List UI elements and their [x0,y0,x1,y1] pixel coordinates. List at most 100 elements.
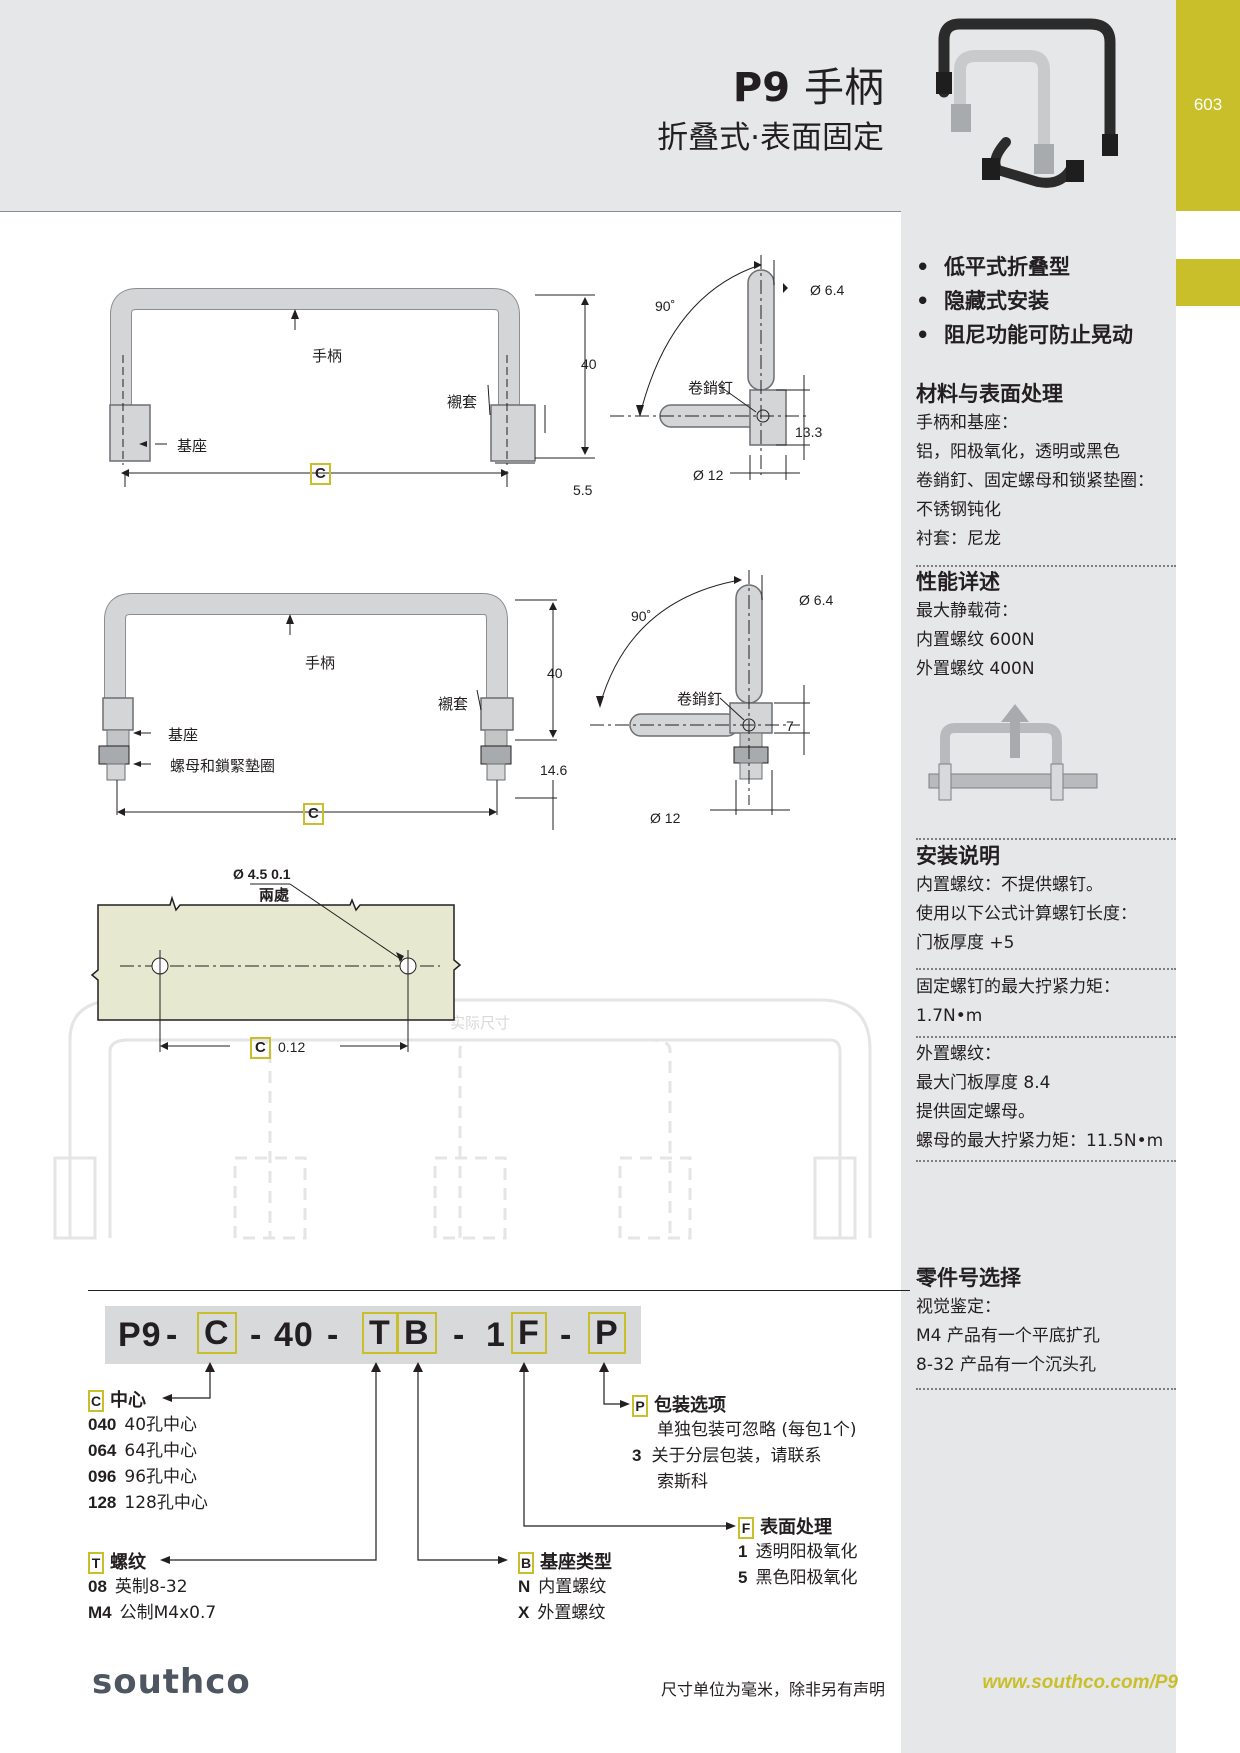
pn-t: T [362,1312,398,1354]
performance-title: 性能详述 [916,570,1000,594]
hole-dim: Ø 4.5 0.1 [233,866,291,882]
label-base: 基座 [177,437,208,455]
divider [916,968,1176,970]
installation-line: 外置螺纹： [916,1044,1001,1064]
drawing-panel-cutout [90,883,462,1052]
option-text: 透明阳极氧化 [755,1542,858,1562]
materials-section: 材料与表面处理 手柄和基座： 铝，阳极氧化，透明或黑色 卷銷釘、固定螺母和锁紧垫… [916,380,1176,554]
pn-t-box: T [362,1312,398,1354]
pn-b-box: B [397,1312,437,1354]
dim-6-4: Ø 6.4 [799,592,834,608]
option-code: 128 [88,1493,117,1512]
option-text: 关于分层包装，请联系 [651,1446,822,1466]
dim-c: C [310,463,331,485]
page-title: P9 手柄 [733,55,884,113]
option-code: 1 [738,1542,748,1561]
option-finish-title: F 表面处理 [738,1513,857,1539]
label-pin: 卷銷釘 [677,690,723,708]
label-base: 基座 [168,726,199,744]
option-text: 128孔中心 [124,1493,208,1513]
installation-external: 外置螺纹： 最大门板厚度 8.4 提供固定螺母。 螺母的最大拧紧力矩：11.5N… [916,1040,1176,1156]
option-code: 040 [88,1415,117,1434]
dim-13-3: 13.3 [795,424,823,440]
divider [916,1160,1176,1162]
materials-line: 铝，阳极氧化，透明或黑色 [916,442,1120,462]
pn-p-box: P [588,1312,626,1354]
actual-size-watermark: 实际尺寸 [450,1014,511,1032]
dim-14-6: 14.6 [540,762,568,778]
page-number: 603 [1193,95,1223,114]
option-base-label: 基座类型 [540,1552,612,1573]
header-band [0,0,901,212]
materials-line: 卷銷釘、固定螺母和锁紧垫圈： [916,471,1154,491]
pn-b: B [397,1312,437,1354]
label-handle: 手柄 [312,347,343,365]
angle-90: 90˚ [631,608,652,624]
materials-line: 手柄和基座： [916,413,1018,433]
option-finish-box: F [738,1517,754,1539]
option-text: 40孔中心 [124,1415,198,1435]
materials-line: 不锈钢钝化 [916,500,1001,520]
product-photo [936,18,1118,188]
installation-line: 固定螺钉的最大拧紧力矩： [916,977,1120,997]
divider [916,838,1176,840]
dim-c: C [303,803,324,825]
label-handle: 手柄 [305,654,336,672]
option-center-box: C [88,1390,104,1412]
pn-dash: - [453,1316,466,1354]
part-selection-line: 视觉鉴定： [916,1297,1001,1317]
pn-40: 40 [274,1316,314,1354]
performance-section: 性能详述 最大静载荷： 内置螺纹 600N 外置螺纹 400N [916,568,1176,684]
performance-line: 最大静载荷： [916,601,1018,621]
southco-logo: southco [92,1662,251,1702]
pn-p: P [588,1312,626,1354]
pn-dash: - [166,1316,179,1354]
option-item: 128 128孔中心 [88,1490,208,1516]
installation-line: 使用以下公式计算螺钉长度： [916,904,1137,924]
pn-dash: - [327,1316,340,1354]
option-center-label: 中心 [110,1390,146,1411]
option-item: 单独包装可忽略 (每包1个) [657,1420,857,1440]
installation-line: 最大门板厚度 8.4 [916,1073,1051,1093]
dim-6-4: Ø 6.4 [810,282,845,298]
drawing-external-side [590,570,810,815]
feature-item: 低平式折叠型 [916,250,1176,284]
drawing-external-front [98,593,557,830]
installation-line: 螺母的最大拧紧力矩：11.5N•m [916,1131,1164,1151]
product-url-link[interactable]: www.southco.com/P9 [982,1672,1178,1693]
ghost-handle-outline [53,998,872,1240]
option-code: 5 [738,1568,748,1587]
dim-40: 40 [547,665,563,681]
option-item: 1 透明阳极氧化 [738,1539,857,1565]
option-base-box: B [518,1552,534,1574]
option-finish-label: 表面处理 [760,1517,832,1538]
label-pin: 卷銷釘 [688,379,734,397]
pn-f: F [511,1312,547,1354]
label-bushing: 襯套 [438,695,469,713]
dim-12: Ø 12 [650,810,681,826]
divider [916,565,1176,567]
pn-model: P9 [118,1316,162,1354]
option-item: 索斯科 [657,1472,708,1492]
part-number-leaders [160,1362,736,1564]
option-packaging-label: 包装选项 [654,1395,726,1416]
installation-section: 安装说明 内置螺纹：不提供螺钉。 使用以下公式计算螺钉长度： 门板厚度 +5 [916,842,1176,958]
label-bushing: 襯套 [447,393,478,411]
pn-f-box: F [511,1312,547,1354]
part-selection-line: M4 产品有一个平底扩孔 [916,1326,1100,1346]
part-selection-section: 零件号选择 视觉鉴定： M4 产品有一个平底扩孔 8-32 产品有一个沉头孔 [916,1264,1176,1380]
materials-line: 衬套：尼龙 [916,529,1001,549]
page-subtitle: 折叠式·表面固定 [657,120,884,156]
